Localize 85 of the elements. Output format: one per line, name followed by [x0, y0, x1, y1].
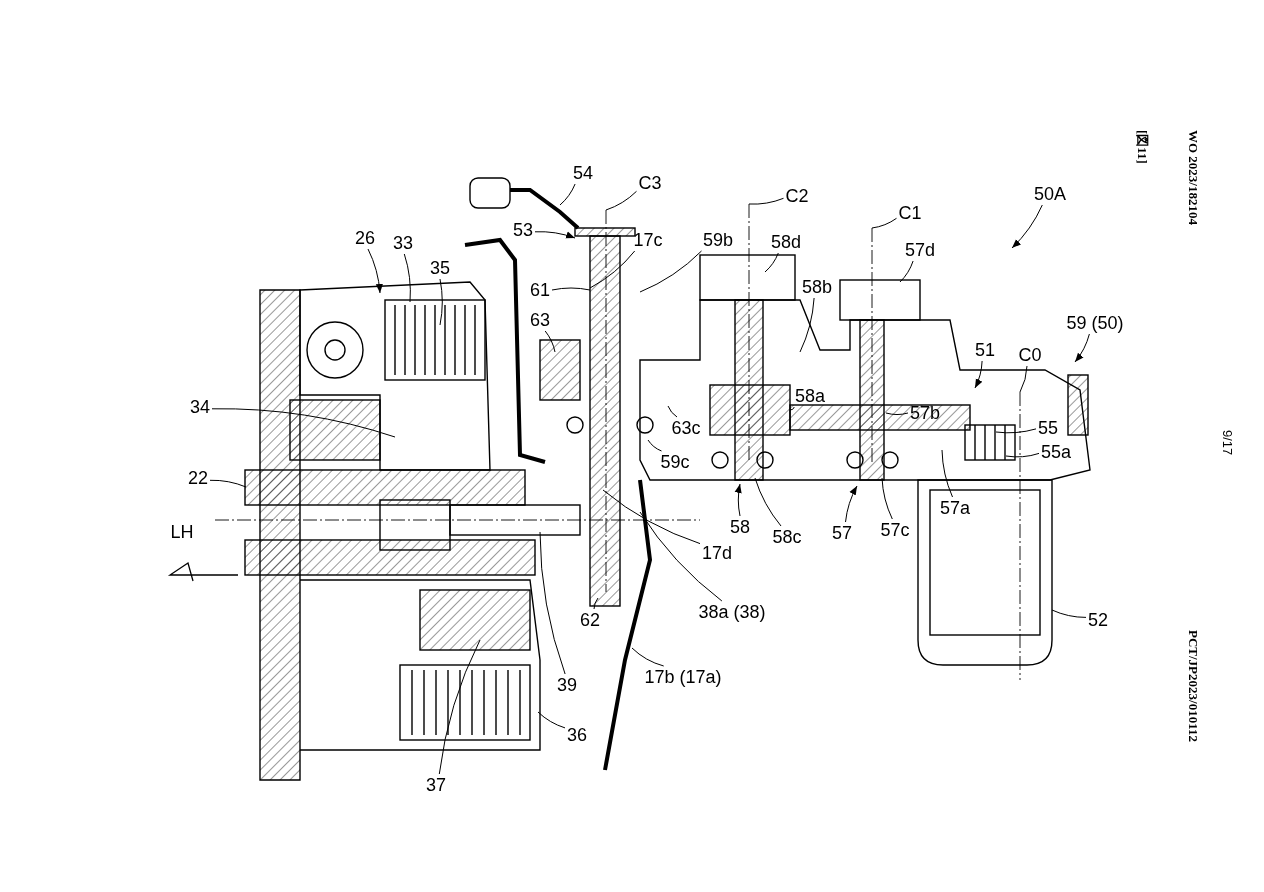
callout-number: 26 — [355, 228, 375, 248]
leader-line — [647, 439, 662, 452]
application-number: PCT/JP2023/010112 — [1185, 630, 1201, 742]
leader-line — [1019, 365, 1028, 393]
callout-number: C3 — [638, 173, 662, 193]
callout-number: 51 — [975, 340, 995, 360]
leader-line — [748, 197, 784, 205]
callout-number: 38a (38) — [698, 602, 766, 622]
callout-number: 55 — [1038, 418, 1058, 438]
leader-line — [639, 511, 723, 602]
callout-number: 58c — [772, 527, 802, 547]
leader-line — [995, 428, 1037, 434]
callout-number: 58d — [771, 232, 801, 252]
leader-line — [1005, 452, 1040, 458]
callout-number: C0 — [1018, 345, 1042, 365]
arrow — [734, 483, 742, 517]
figure-number: [図11] — [1134, 130, 1151, 164]
leader-line — [593, 597, 599, 610]
callout-number: 59b — [703, 230, 733, 250]
page-number: 9/17 — [1220, 430, 1235, 456]
callout-number: 57a — [940, 498, 970, 518]
leader-line — [885, 412, 909, 416]
leader-line — [1051, 609, 1087, 618]
leader-line — [639, 250, 702, 293]
callout-number: 52 — [1088, 610, 1108, 630]
leader-line — [941, 449, 953, 498]
callout-number: 59c — [660, 452, 690, 472]
arrow — [845, 485, 858, 523]
callout-number: 57b — [910, 403, 940, 423]
leader-line — [537, 711, 566, 729]
callout-number: 33 — [393, 233, 413, 253]
callout-number: 58 — [730, 517, 750, 537]
arrow — [974, 360, 983, 389]
leader-line — [631, 647, 665, 667]
callout-number: 55a — [1041, 442, 1071, 462]
leader-line — [403, 253, 411, 303]
leader-line — [881, 477, 893, 520]
callout-number: 34 — [190, 397, 210, 417]
callout-number: 17c — [633, 230, 663, 250]
leader-line — [209, 479, 247, 488]
leader-line — [605, 190, 637, 211]
callout-number: 59 (50) — [1066, 313, 1124, 333]
leader-line — [799, 297, 815, 353]
direction-label: LH — [170, 522, 194, 542]
arrow — [1011, 204, 1043, 249]
callout-number: 22 — [188, 468, 208, 488]
leader-line — [871, 217, 897, 229]
leader-line — [438, 639, 481, 775]
callout-number: 37 — [426, 775, 446, 795]
callout-number: 63 — [530, 310, 550, 330]
leader-line — [789, 406, 795, 411]
arrow — [534, 231, 576, 239]
callout-number: 17d — [702, 543, 732, 563]
publication-number: WO 2023/182104 — [1185, 130, 1201, 225]
callout-number: 58b — [802, 277, 832, 297]
leader-line — [551, 287, 591, 291]
callout-number: 61 — [530, 280, 550, 300]
leader-line — [764, 252, 779, 273]
leader-line — [211, 408, 396, 438]
callout-number: 54 — [573, 163, 593, 183]
callout-number: 62 — [580, 610, 600, 630]
callout-number: 17b (17a) — [644, 667, 722, 687]
callout-number: 57 — [832, 523, 852, 543]
callout-number: 57d — [905, 240, 935, 260]
leader-line — [439, 278, 443, 326]
leader-line — [754, 477, 782, 527]
leader-line — [539, 531, 566, 675]
leader-line — [899, 260, 914, 283]
callout-number: 57c — [880, 520, 910, 540]
leader-line — [559, 183, 576, 206]
callout-number: 50A — [1034, 184, 1066, 204]
callout-number: 36 — [567, 725, 587, 745]
leader-line — [589, 250, 636, 289]
callout-number: 35 — [430, 258, 450, 278]
leader-line — [667, 405, 678, 418]
callout-number: C2 — [785, 186, 809, 206]
leader-line — [602, 489, 701, 545]
callout-number: 63c — [671, 418, 701, 438]
arrow — [367, 248, 383, 294]
arrow — [1074, 333, 1090, 363]
callout-number: C1 — [898, 203, 922, 223]
callout-number: 39 — [557, 675, 577, 695]
callout-number: 53 — [513, 220, 533, 240]
leader-line — [544, 330, 556, 353]
callout-number: 58a — [795, 386, 825, 406]
